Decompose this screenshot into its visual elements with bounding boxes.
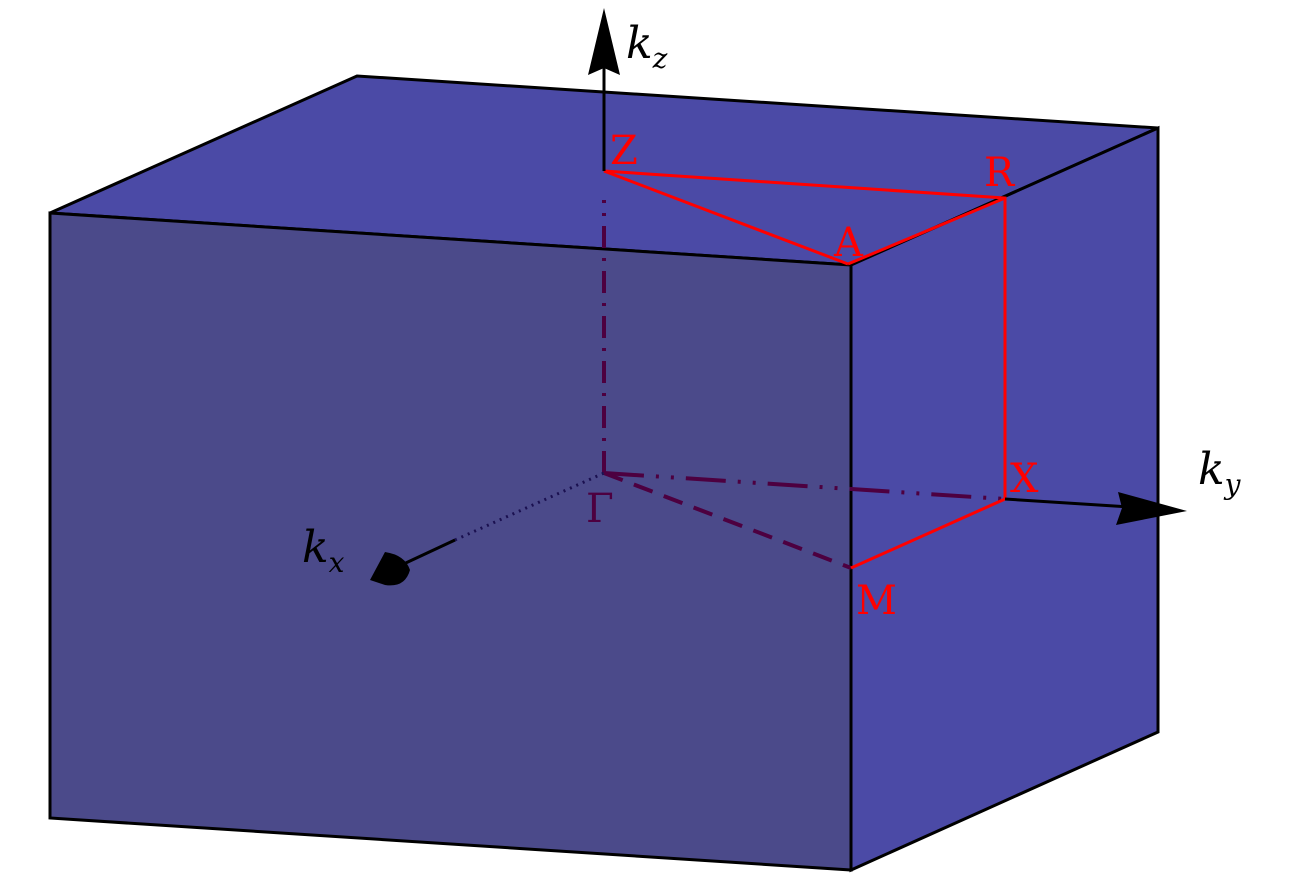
label-m: M [856, 578, 897, 624]
ky-arrow-icon [1116, 492, 1187, 525]
label-a: A [833, 220, 864, 266]
hidden-gamma-x [603, 471, 1006, 501]
high-symmetry-path [603, 169, 1007, 570]
path-z-a [603, 169, 849, 266]
label-z: Z [610, 128, 638, 174]
label-r: R [984, 150, 1016, 196]
path-a-r [847, 196, 1006, 266]
hidden-gamma-m [603, 471, 852, 570]
ky-axis [1004, 497, 1131, 509]
label-x: X [1010, 456, 1039, 502]
label-gamma: Γ [586, 486, 614, 532]
label-kz: kz [626, 18, 668, 75]
kx-arrow-icon [370, 552, 410, 586]
label-ky: ky [1198, 444, 1242, 501]
kz-arrow-icon [588, 8, 620, 75]
label-kx: kx [302, 522, 345, 579]
